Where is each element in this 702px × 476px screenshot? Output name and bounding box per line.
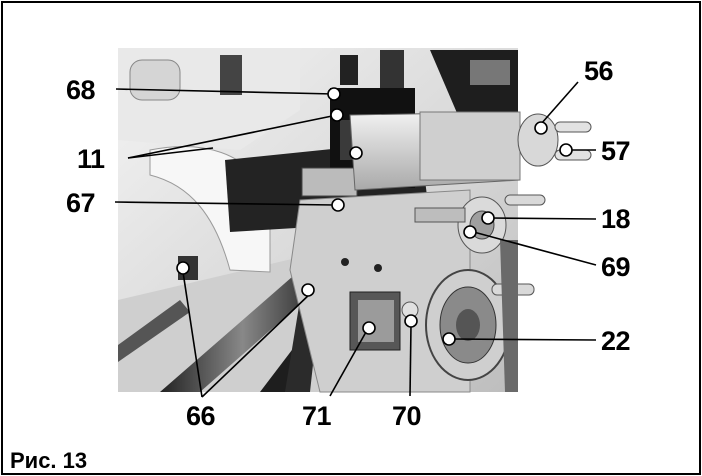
- figure-caption: Рис. 13: [10, 448, 88, 473]
- callout-68: 68: [66, 75, 96, 105]
- callout-57: 57: [601, 136, 631, 166]
- callout-markers: [176, 87, 573, 346]
- callout-70: 70: [392, 401, 422, 431]
- callout-11: 11: [77, 144, 105, 174]
- callout-69: 69: [601, 252, 631, 282]
- callout-22: 22: [601, 326, 631, 356]
- callout-71: 71: [302, 401, 332, 431]
- callout-56: 56: [584, 56, 614, 86]
- callout-18: 18: [601, 204, 631, 234]
- callout-66: 66: [186, 401, 216, 431]
- callout-67: 67: [66, 188, 96, 218]
- photo-body: [118, 48, 592, 393]
- leader-lines: [114, 81, 597, 398]
